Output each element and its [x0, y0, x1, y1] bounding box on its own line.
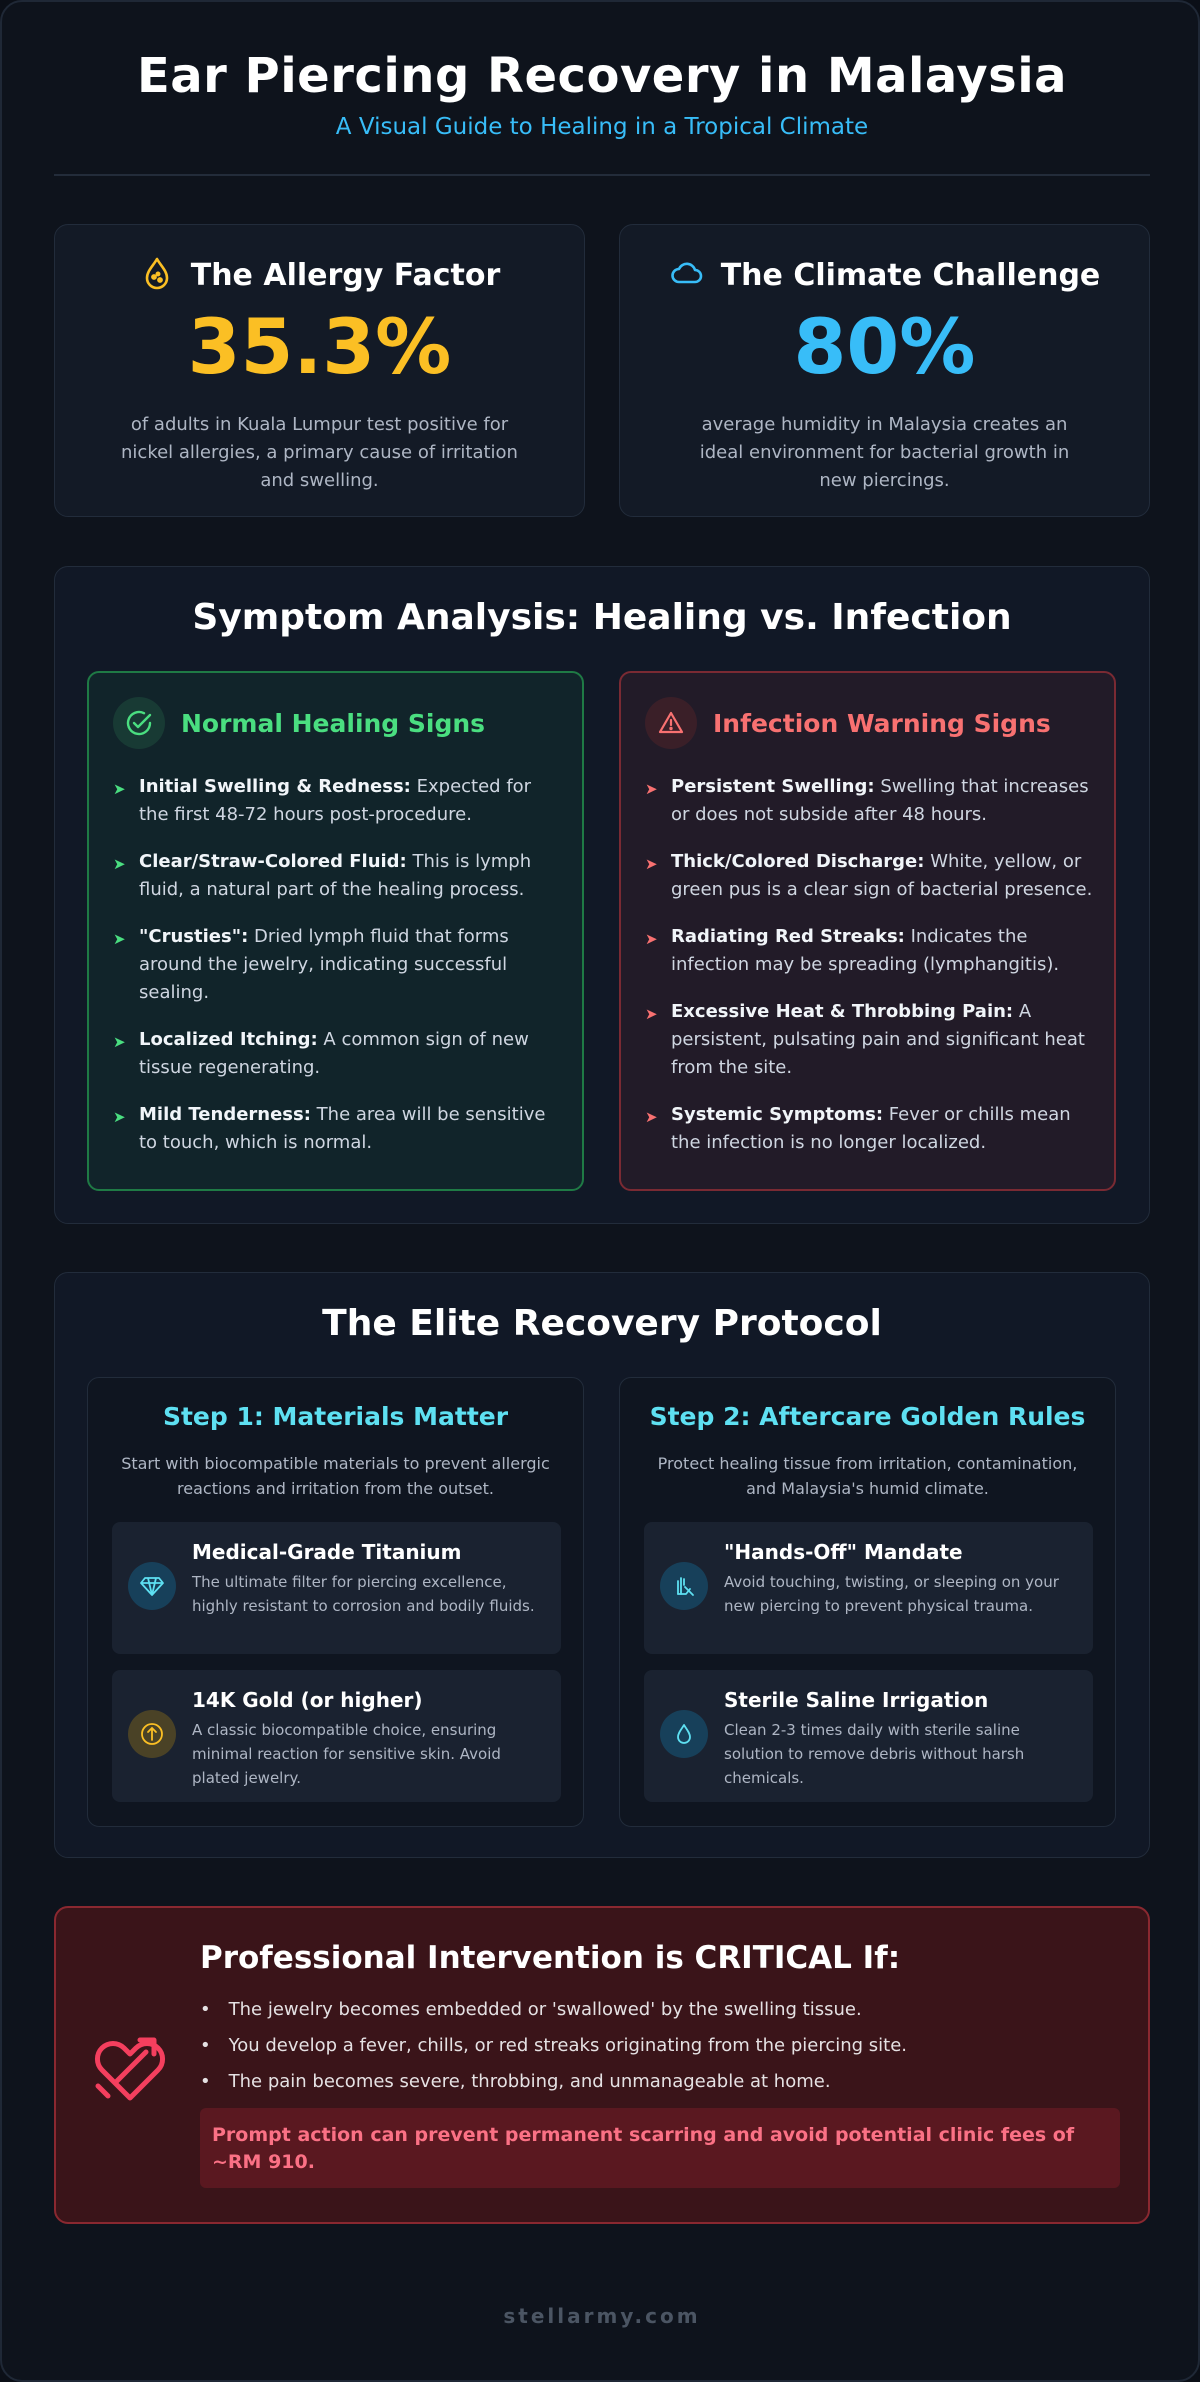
item-text: The pain becomes severe, throbbing, and … — [228, 2071, 831, 2092]
list-item: •The jewelry becomes embedded or 'swallo… — [200, 1996, 907, 2024]
stat-card-climate: The Climate Challenge 80% average humidi… — [619, 224, 1150, 517]
item-term: Radiating Red Streaks: — [671, 926, 905, 947]
gold-coin-icon — [128, 1710, 176, 1758]
item-title: Medical-Grade Titanium — [192, 1540, 462, 1564]
item-title: 14K Gold (or higher) — [192, 1688, 423, 1712]
page-title: Ear Piercing Recovery in Malaysia — [136, 48, 1068, 104]
allergy-drop-icon — [139, 255, 175, 295]
footer-brand: stellarmy.com — [503, 2304, 701, 2328]
item-text: You develop a fever, chills, or red stre… — [228, 2035, 908, 2056]
item-term: "Crusties": — [139, 926, 249, 947]
page-subtitle: A Visual Guide to Healing in a Tropical … — [335, 114, 869, 140]
item-text: Indicates the infection may be spreading… — [671, 926, 1060, 975]
section-title: Symptom Analysis: Healing vs. Infection — [192, 597, 1012, 638]
stat-description: average humidity in Malaysia creates an … — [699, 414, 1070, 491]
panel-title: Normal Healing Signs — [181, 708, 486, 738]
stat-card-allergy: The Allergy Factor 35.3% of adults in Ku… — [54, 224, 585, 517]
item-text: The jewelry becomes embedded or 'swallow… — [228, 1999, 862, 2020]
no-touch-hand-icon — [660, 1562, 708, 1610]
material-item: 14K Gold (or higher) A classic biocompat… — [112, 1670, 561, 1802]
item-term: Thick/Colored Discharge: — [671, 851, 925, 872]
item-text: Swelling that increases or does not subs… — [671, 776, 1089, 825]
item-text: A common sign of new tissue regenerating… — [139, 1029, 529, 1078]
list-item: •You develop a fever, chills, or red str… — [200, 2032, 907, 2060]
stat-value: 35.3% — [187, 302, 452, 391]
warning-triangle-icon — [645, 697, 697, 749]
alert-title: Professional Intervention is CRITICAL If… — [200, 1940, 901, 1976]
item-text: Fever or chills mean the infection is no… — [671, 1104, 1071, 1153]
stat-title: The Allergy Factor — [190, 257, 501, 293]
item-term: Localized Itching: — [139, 1029, 318, 1050]
item-text: White, yellow, or green pus is a clear s… — [671, 851, 1093, 900]
list-item: ➤Radiating Red Streaks: Indicates the in… — [645, 926, 1060, 975]
cloud-icon — [669, 255, 705, 295]
step-title: Step 1: Materials Matter — [162, 1402, 509, 1431]
list-item: ➤Initial Swelling & Redness: Expected fo… — [113, 776, 532, 825]
check-circle-icon — [113, 697, 165, 749]
step-aftercare: Step 2: Aftercare Golden Rules Protect h… — [619, 1377, 1116, 1827]
item-term: Excessive Heat & Throbbing Pain: — [671, 1001, 1014, 1022]
aftercare-item: Sterile Saline Irrigation Clean 2-3 time… — [644, 1670, 1093, 1802]
list-item: ➤Persistent Swelling: Swelling that incr… — [645, 776, 1089, 825]
list-item: ➤Thick/Colored Discharge: White, yellow,… — [645, 851, 1093, 900]
step-materials: Step 1: Materials Matter Start with bioc… — [87, 1377, 584, 1827]
alert-note: Prompt action can prevent permanent scar… — [200, 2108, 1120, 2188]
symptom-analysis-section: Symptom Analysis: Healing vs. Infection … — [54, 566, 1150, 1224]
item-text: This is lymph fluid, a natural part of t… — [139, 851, 532, 900]
item-text: The area will be sensitive to touch, whi… — [139, 1104, 546, 1153]
item-term: Clear/Straw-Colored Fluid: — [139, 851, 407, 872]
list-item: ➤Systemic Symptoms: Fever or chills mean… — [645, 1104, 1071, 1153]
item-description: A classic biocompatible choice, ensuring… — [192, 1721, 501, 1787]
infection-signs-list: ➤Persistent Swelling: Swelling that incr… — [645, 773, 1094, 1157]
step-title: Step 2: Aftercare Golden Rules — [649, 1402, 1086, 1431]
item-text: Expected for the first 48-72 hours post-… — [139, 776, 532, 825]
diamond-icon — [128, 1562, 176, 1610]
recovery-protocol-section: The Elite Recovery Protocol Step 1: Mate… — [54, 1272, 1150, 1858]
list-item: ➤Mild Tenderness: The area will be sensi… — [113, 1104, 546, 1153]
section-title: The Elite Recovery Protocol — [322, 1303, 882, 1344]
item-description: The ultimate filter for piercing excelle… — [192, 1573, 535, 1615]
item-term: Systemic Symptoms: — [671, 1104, 884, 1125]
step-description: Protect healing tissue from irritation, … — [657, 1454, 1078, 1498]
header: Ear Piercing Recovery in Malaysia A Visu… — [2, 48, 1200, 140]
step-description: Start with biocompatible materials to pr… — [121, 1454, 550, 1498]
item-text: Dried lymph fluid that forms around the … — [139, 926, 509, 1003]
stat-title: The Climate Challenge — [720, 257, 1101, 293]
item-title: "Hands-Off" Mandate — [724, 1540, 963, 1564]
list-item: ➤Localized Itching: A common sign of new… — [113, 1029, 529, 1078]
normal-healing-panel: Normal Healing Signs ➤Initial Swelling &… — [87, 671, 584, 1191]
item-description: Clean 2-3 times daily with sterile salin… — [724, 1721, 1025, 1787]
list-item: ➤Excessive Heat & Throbbing Pain: A pers… — [645, 1001, 1085, 1078]
normal-signs-list: ➤Initial Swelling & Redness: Expected fo… — [113, 773, 562, 1157]
item-term: Persistent Swelling: — [671, 776, 875, 797]
item-term: Initial Swelling & Redness: — [139, 776, 411, 797]
list-item: •The pain becomes severe, throbbing, and… — [200, 2068, 907, 2096]
list-item: ➤"Crusties": Dried lymph fluid that form… — [113, 926, 509, 1003]
header-divider — [54, 174, 1150, 176]
item-description: Avoid touching, twisting, or sleeping on… — [724, 1573, 1059, 1615]
stat-value: 80% — [793, 302, 976, 391]
material-item: Medical-Grade Titanium The ultimate filt… — [112, 1522, 561, 1654]
item-text: A persistent, pulsating pain and signifi… — [671, 1001, 1085, 1078]
professional-intervention-alert: Professional Intervention is CRITICAL If… — [54, 1906, 1150, 2224]
list-item: ➤Clear/Straw-Colored Fluid: This is lymp… — [113, 851, 532, 900]
item-title: Sterile Saline Irrigation — [724, 1688, 989, 1712]
heart-bandage-icon — [88, 2026, 172, 2110]
water-drop-icon — [660, 1710, 708, 1758]
panel-title: Infection Warning Signs — [713, 708, 1051, 738]
alert-list: •The jewelry becomes embedded or 'swallo… — [200, 1996, 907, 2104]
infection-warning-panel: Infection Warning Signs ➤Persistent Swel… — [619, 671, 1116, 1191]
aftercare-item: "Hands-Off" Mandate Avoid touching, twis… — [644, 1522, 1093, 1654]
stat-description: of adults in Kuala Lumpur test positive … — [121, 414, 518, 491]
item-term: Mild Tenderness: — [139, 1104, 311, 1125]
